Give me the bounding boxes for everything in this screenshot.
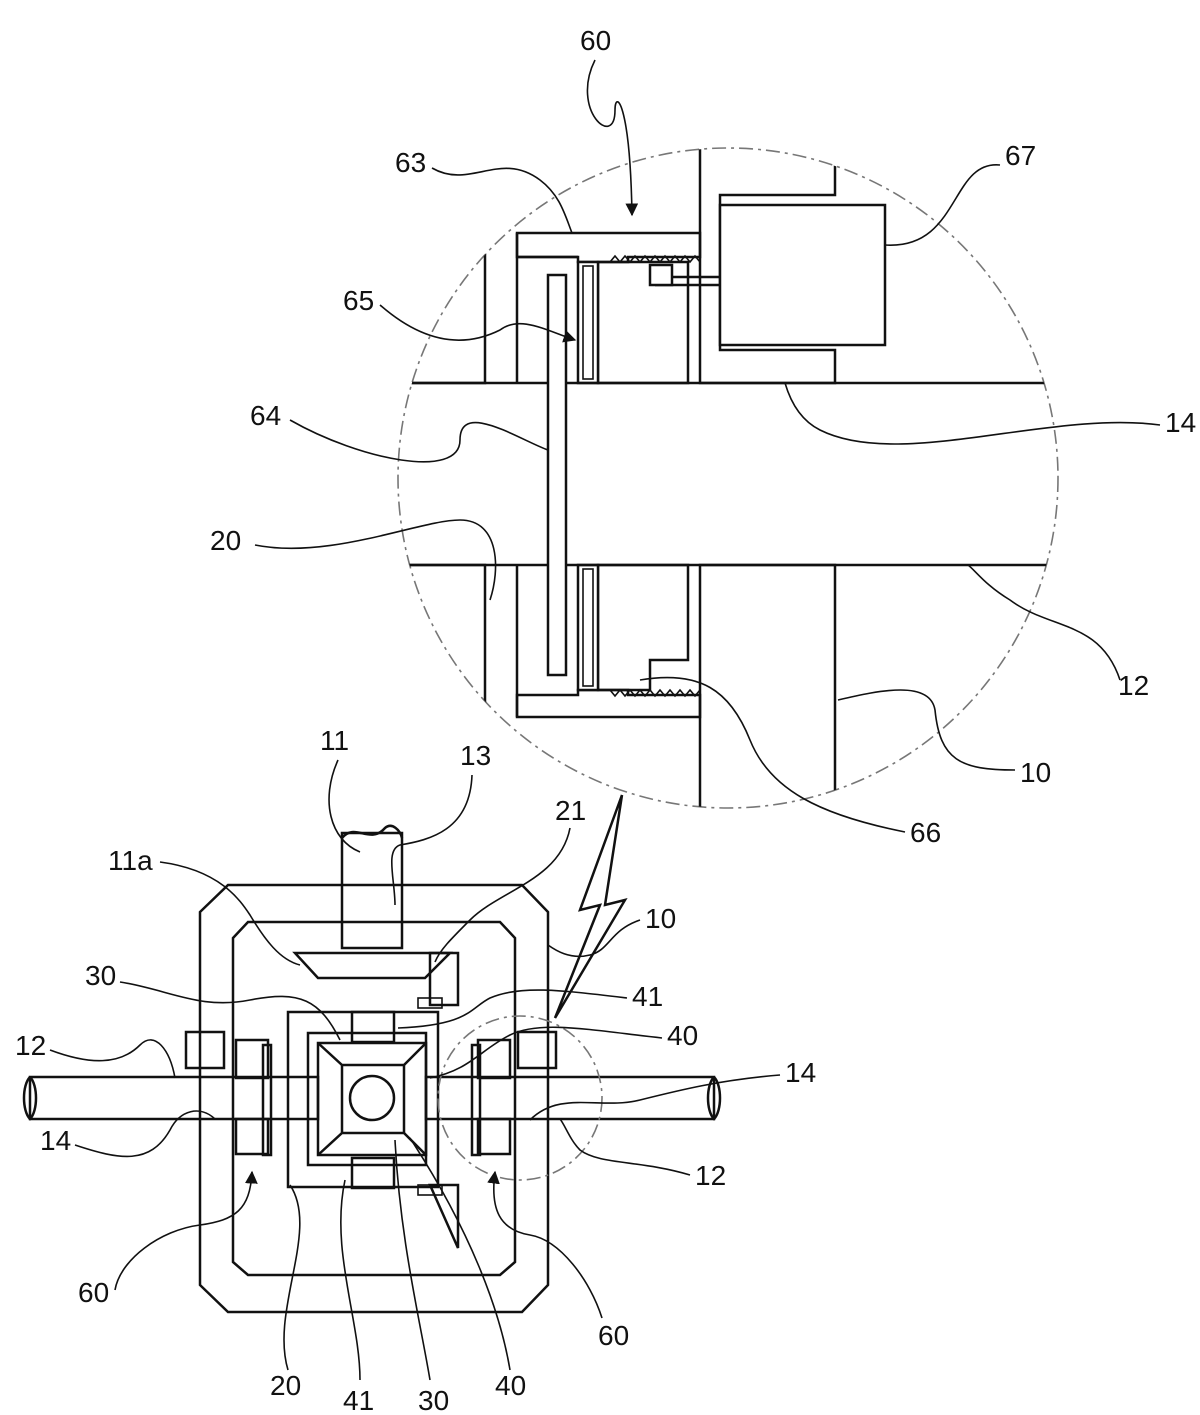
label-main-10: 10 (645, 903, 676, 934)
axle-shaft-right (426, 1077, 714, 1119)
pinion-shaft-top (352, 1012, 394, 1042)
label-detail-14: 14 (1165, 407, 1196, 438)
piston-65-lower (598, 565, 688, 690)
label-main-20-bottom: 20 (270, 1370, 301, 1401)
clutch-60-right-upper (478, 1040, 510, 1078)
label-main-14-right: 14 (785, 1057, 816, 1088)
differential-case-20 (288, 1012, 438, 1187)
detail-callout-arrow (555, 795, 625, 1018)
label-detail-12: 12 (1118, 670, 1149, 701)
piston-65-upper (598, 262, 688, 383)
label-main-21: 21 (555, 795, 586, 826)
label-main-11a: 11a (108, 845, 153, 876)
housing-left-lower (380, 565, 485, 720)
label-main-40-bottom: 40 (495, 1370, 526, 1401)
label-detail-63: 63 (395, 147, 426, 178)
detail-indicator-circle (438, 1016, 602, 1180)
label-main-41-right: 41 (632, 981, 663, 1012)
input-shaft-11 (342, 833, 402, 948)
clutch-60-right-lower (478, 1119, 510, 1154)
label-detail-60: 60 (580, 25, 611, 56)
main-view: 11 13 21 11a 10 30 41 40 12 14 14 12 60 … (15, 725, 816, 1415)
housing-10-lower (700, 565, 835, 820)
pinion-30 (350, 1076, 394, 1120)
label-main-30-upper: 30 (85, 960, 116, 991)
label-main-11: 11 (320, 725, 349, 756)
actuator-67 (720, 205, 885, 345)
detail-view: 60 63 67 65 64 14 20 12 10 66 (210, 25, 1196, 848)
label-detail-20: 20 (210, 525, 241, 556)
label-main-12-right: 12 (695, 1160, 726, 1191)
actuator-67-left (186, 1032, 224, 1068)
label-main-12-left: 12 (15, 1030, 46, 1061)
label-main-60-right: 60 (598, 1320, 629, 1351)
label-main-40-right: 40 (667, 1020, 698, 1051)
actuator-67-right (518, 1032, 556, 1068)
label-main-14-left: 14 (40, 1125, 71, 1156)
label-detail-66: 66 (910, 817, 941, 848)
label-main-30-bottom: 30 (418, 1385, 449, 1415)
label-detail-10: 10 (1020, 757, 1051, 788)
label-main-41-bottom: 41 (343, 1385, 374, 1415)
housing-left-upper (380, 235, 485, 383)
axle-shaft-left (30, 1077, 318, 1119)
label-main-13: 13 (460, 740, 491, 771)
bevel-gear-11a (295, 953, 450, 978)
label-detail-64: 64 (250, 400, 281, 431)
friction-disc-lower (578, 565, 598, 690)
label-detail-67: 67 (1005, 140, 1036, 171)
label-main-60-left: 60 (78, 1277, 109, 1308)
pinion-shaft-bottom (352, 1158, 394, 1188)
friction-disc-upper (578, 262, 598, 383)
label-detail-65: 65 (343, 285, 374, 316)
